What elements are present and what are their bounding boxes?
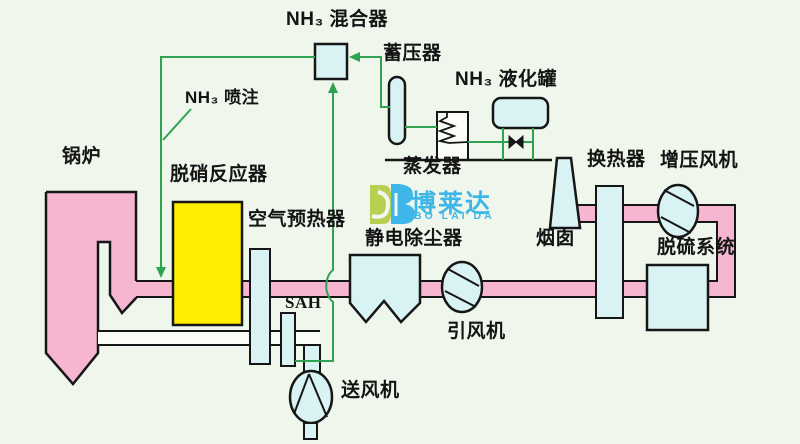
watermark-name: 博莱达	[411, 190, 493, 218]
heat-exchanger-label: 换热器	[587, 149, 646, 170]
sah-heater	[280, 312, 296, 367]
arrow-injection-down	[156, 267, 166, 278]
dilution-air-line	[295, 91, 334, 362]
booster-fan	[656, 183, 700, 239]
arrow-into-mixer-bottom	[328, 82, 338, 93]
id-fan	[440, 260, 484, 314]
accumulator-label: 蓄压器	[383, 43, 442, 64]
fgd-system-label: 脱硫系统	[657, 237, 736, 258]
esp-label: 静电除尘器	[365, 228, 463, 249]
sah-label: SAH	[285, 293, 322, 312]
nh3-injection-line	[160, 56, 315, 269]
accumulator-mixer-line	[354, 56, 390, 108]
scr-reactor	[171, 200, 244, 327]
boiler-shape	[46, 192, 136, 384]
scr-reactor-label: 脱硝反应器	[170, 164, 268, 185]
accumulator-vessel	[387, 75, 407, 146]
booster-fan-blades	[660, 189, 695, 234]
bolaida-logo	[370, 184, 415, 225]
evaporator-coil	[436, 112, 469, 144]
chimney-label: 烟囱	[536, 228, 576, 249]
fd-fan-inlet-duct	[303, 344, 321, 373]
nh3-tank-label: NH₃ 液化罐	[455, 69, 558, 90]
fd-fan-outlet	[303, 422, 318, 440]
nh3-mixer-label: NH₃ 混合器	[286, 9, 389, 30]
nh3-mixer-box	[313, 42, 349, 81]
tank-legs	[502, 128, 534, 160]
esp-shape	[348, 253, 422, 324]
injection-label-leader	[162, 108, 192, 141]
arrow-into-mixer-right	[349, 52, 360, 62]
boiler-label: 锅炉	[62, 146, 102, 167]
air-preheater	[249, 248, 271, 365]
id-fan-blades	[444, 268, 480, 308]
booster-fan-label: 增压风机	[660, 150, 739, 171]
fd-fan-blades	[293, 373, 328, 418]
id-fan-label: 引风机	[447, 321, 506, 342]
boiler-outline-bottom	[44, 192, 138, 386]
fd-fan-label: 送风机	[341, 380, 400, 401]
heat-exchanger	[595, 185, 624, 319]
nh3-tank-vessel	[491, 96, 550, 130]
watermark-name-en: BO LAI DA	[414, 210, 495, 222]
evaporator-label: 蒸发器	[403, 156, 462, 177]
valve-icon	[508, 134, 524, 150]
boiler-outline-top	[46, 190, 138, 281]
air-preheater-label: 空气预热器	[248, 209, 346, 230]
chimney-shape	[548, 156, 582, 230]
fgd-box	[645, 263, 710, 332]
nh3-injection-label: NH₃ 喷注	[185, 88, 260, 107]
